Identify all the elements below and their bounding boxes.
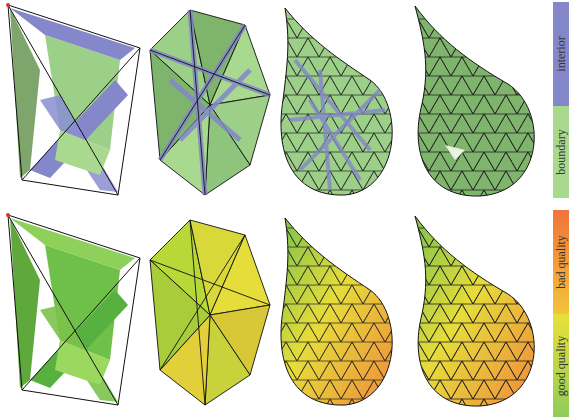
tetra-panel bbox=[6, 3, 140, 195]
polyhedron-quality-panel bbox=[150, 220, 270, 405]
legend-label: bad quality bbox=[555, 235, 567, 289]
legend-label: good quality bbox=[555, 335, 567, 395]
legend-swatch: interior bbox=[553, 2, 569, 106]
refined-quality-panel bbox=[281, 218, 392, 405]
legend-label: boundary bbox=[555, 129, 567, 174]
legend-swatch: boundary bbox=[553, 106, 569, 198]
tetra-quality-panel bbox=[6, 213, 140, 405]
legend-label: interior bbox=[555, 36, 567, 71]
legend-swatch: good quality bbox=[553, 314, 569, 417]
refined-mesh-panel bbox=[281, 8, 392, 195]
surface-quality-panel bbox=[405, 210, 555, 410]
polyhedron-panel bbox=[150, 10, 270, 195]
legend-swatch: bad quality bbox=[553, 210, 569, 314]
surface-mesh-panel bbox=[405, 0, 555, 200]
